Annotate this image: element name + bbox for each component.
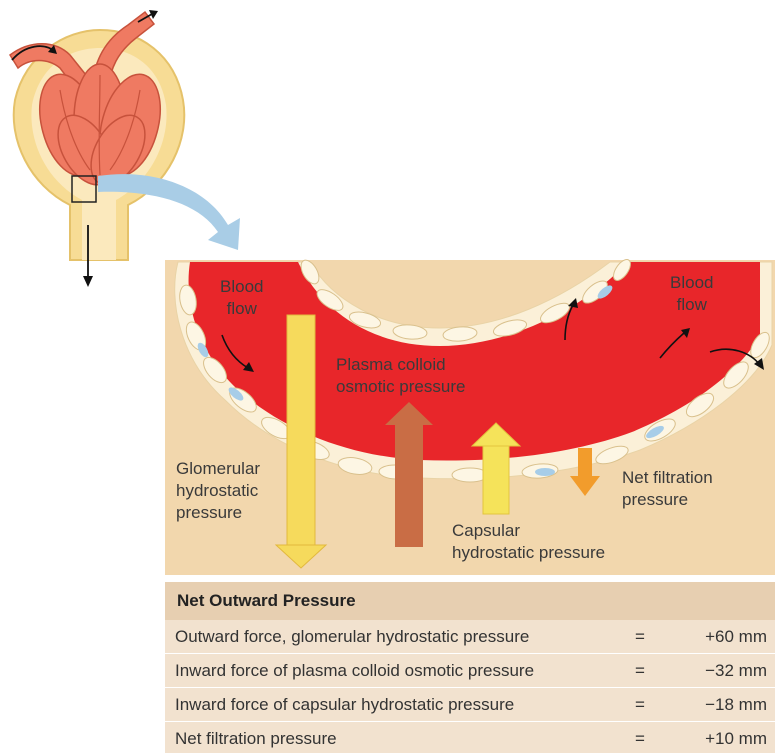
row-equals: = (635, 688, 645, 721)
row-value: −18 mm (705, 688, 767, 721)
row-label: Inward force of plasma colloid osmotic p… (175, 654, 534, 687)
row-label: Outward force, glomerular hydrostatic pr… (175, 620, 529, 653)
table-row: Net filtration pressure = +10 mm (165, 722, 775, 755)
row-value: −32 mm (705, 654, 767, 687)
table-row: Inward force of plasma colloid osmotic p… (165, 654, 775, 688)
blood-flow-left-label: Blood flow (220, 276, 263, 320)
table-row: Outward force, glomerular hydrostatic pr… (165, 620, 775, 654)
net-filtration-label: Net filtration pressure (622, 467, 713, 511)
filtrate-arrowhead-icon (83, 276, 93, 287)
blood-flow-right-label: Blood flow (670, 272, 713, 316)
row-equals: = (635, 620, 645, 653)
net-outward-pressure-table: Net Outward Pressure Outward force, glom… (165, 582, 775, 753)
glomerular-label: Glomerular hydrostatic pressure (176, 458, 260, 524)
table-row: Inward force of capsular hydrostatic pre… (165, 688, 775, 722)
row-label: Net filtration pressure (175, 722, 337, 755)
table-title: Net Outward Pressure (165, 582, 775, 620)
plasma-colloid-label: Plasma colloid osmotic pressure (336, 354, 465, 398)
row-value: +10 mm (705, 722, 767, 755)
row-label: Inward force of capsular hydrostatic pre… (175, 688, 514, 721)
glomerulus-overview (10, 10, 240, 287)
row-equals: = (635, 654, 645, 687)
row-value: +60 mm (705, 620, 767, 653)
capsular-label: Capsular hydrostatic pressure (452, 520, 605, 564)
row-equals: = (635, 722, 645, 755)
